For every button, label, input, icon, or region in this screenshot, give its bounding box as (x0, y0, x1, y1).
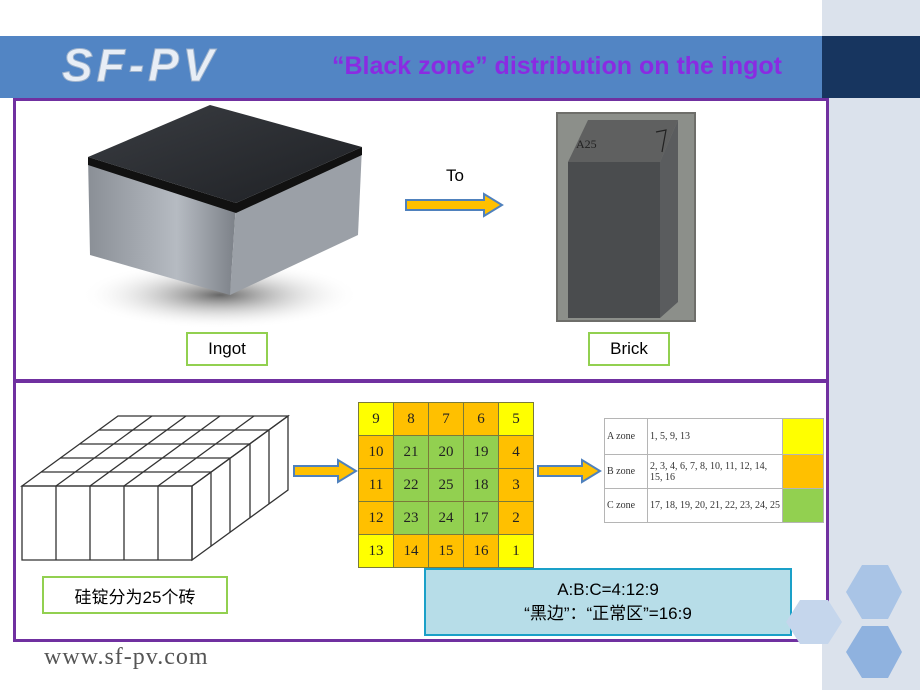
zone-name: A zone (604, 418, 648, 455)
grid-cell: 4 (498, 435, 534, 469)
grid-row: 12 23 24 17 2 (358, 501, 534, 535)
grid-row: 10 21 20 19 4 (358, 435, 534, 469)
ingot-label: Ingot (186, 332, 268, 366)
grid-row: 11 22 25 18 3 (358, 468, 534, 502)
ratio-box: A:B:C=4:12:9 “黑边”：“正常区”=16:9 (424, 568, 792, 636)
zone-name: B zone (604, 454, 648, 489)
split-label: 硅锭分为25个砖 (42, 576, 228, 614)
right-arrow-icon (405, 192, 504, 218)
zone-bricks: 1, 5, 9, 13 (647, 418, 783, 455)
grid-cell: 6 (463, 402, 499, 436)
grid-cell: 15 (428, 534, 464, 568)
zone-color-swatch (782, 488, 824, 523)
grid-cell: 8 (393, 402, 429, 436)
page-title: “Black zone” distribution on the ingot (332, 52, 782, 80)
zone-color-swatch (782, 454, 824, 489)
grid-cell: 19 (463, 435, 499, 469)
brick-label: Brick (588, 332, 670, 366)
grid-cell: 3 (498, 468, 534, 502)
grid-cell: 25 (428, 468, 464, 502)
grid-cell: 14 (393, 534, 429, 568)
ingot-image (80, 105, 362, 329)
grid-cell: 12 (358, 501, 394, 535)
grid-cell: 24 (428, 501, 464, 535)
arrow-label: To (446, 166, 464, 185)
grid-cell: 20 (428, 435, 464, 469)
ingot-grid-diagram (20, 414, 290, 562)
grid-cell: 2 (498, 501, 534, 535)
zone-name: C zone (604, 488, 648, 523)
website-url: www.sf-pv.com (44, 644, 209, 670)
brick-grid: 9 8 7 6 5 10 21 20 19 4 11 22 25 18 3 12… (358, 402, 534, 568)
zone-bricks: 2, 3, 4, 6, 7, 8, 10, 11, 12, 14, 15, 16 (647, 454, 783, 489)
zone-color-swatch (782, 418, 824, 455)
sf-pv-logo: SF-PV (62, 41, 217, 91)
brick-image: A25 (556, 112, 696, 322)
grid-cell: 13 (358, 534, 394, 568)
brick-marking: A25 (576, 137, 597, 151)
grid-cell: 17 (463, 501, 499, 535)
grid-cell: 16 (463, 534, 499, 568)
ratio-abc: A:B:C=4:12:9 (557, 580, 659, 599)
zone-bricks: 17, 18, 19, 20, 21, 22, 23, 24, 25 (647, 488, 783, 523)
grid-cell: 18 (463, 468, 499, 502)
grid-cell: 10 (358, 435, 394, 469)
grid-row: 13 14 15 16 1 (358, 534, 534, 568)
hexagon-decor-icon (786, 565, 902, 678)
ratio-black-normal: “黑边”：“正常区”=16:9 (524, 604, 692, 623)
grid-row: 9 8 7 6 5 (358, 402, 534, 436)
right-arrow-icon (537, 458, 602, 484)
grid-cell: 21 (393, 435, 429, 469)
right-arrow-icon (293, 458, 358, 484)
svg-text:SF-PV: SF-PV (62, 41, 217, 91)
grid-cell: 1 (498, 534, 534, 568)
zone-table: A zone 1, 5, 9, 13 B zone 2, 3, 4, 6, 7,… (604, 418, 824, 523)
grid-cell: 22 (393, 468, 429, 502)
grid-cell: 5 (498, 402, 534, 436)
grid-cell: 7 (428, 402, 464, 436)
zone-row: C zone 17, 18, 19, 20, 21, 22, 23, 24, 2… (604, 488, 824, 523)
grid-cell: 11 (358, 468, 394, 502)
grid-cell: 9 (358, 402, 394, 436)
zone-row: B zone 2, 3, 4, 6, 7, 8, 10, 11, 12, 14,… (604, 454, 824, 489)
zone-row: A zone 1, 5, 9, 13 (604, 418, 824, 455)
header-bar (0, 36, 822, 98)
grid-cell: 23 (393, 501, 429, 535)
header-accent (822, 36, 920, 98)
